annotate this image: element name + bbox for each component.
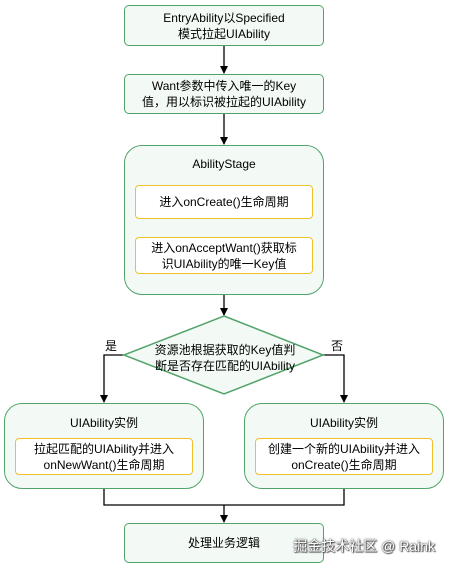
on-accept-want-step: 进入onAcceptWant()获取标 识UIAbility的唯一Key值 xyxy=(135,237,313,274)
ability-stage-title: AbilityStage xyxy=(192,157,256,171)
on-create-step: 进入onCreate()生命周期 xyxy=(135,185,313,219)
left-on-new-want-step: 拉起匹配的UIAbility并进入 onNewWant()生命周期 xyxy=(15,438,193,475)
no-label: 否 xyxy=(331,339,344,353)
decision-text: 资源池根据获取的Key值判 断是否存在匹配的UIAbility xyxy=(140,342,310,374)
right-uiability-container: UIAbility实例 创建一个新的UIAbility并进入 onCreate(… xyxy=(244,403,444,489)
right-inner-line2: onCreate()生命周期 xyxy=(291,457,397,472)
start-node-line1: EntryAbility以Specified xyxy=(163,10,285,25)
decision-diamond xyxy=(121,315,326,395)
decision-line2: 断是否存在匹配的UIAbility xyxy=(154,359,295,373)
line-right-to-merge xyxy=(224,489,345,506)
want-node-line1: Want参数中传入唯一的Key xyxy=(151,79,297,93)
decision-line1: 资源池根据获取的Key值判 xyxy=(154,343,296,357)
on-create-step-text: 进入onCreate()生命周期 xyxy=(159,195,289,209)
arrow-decision-no xyxy=(323,354,348,403)
right-inner-line1: 创建一个新的UIAbility并进入 xyxy=(267,441,420,456)
end-node: 处理业务逻辑 xyxy=(124,523,324,563)
watermark: 掘金技术社区 @ Raink xyxy=(293,538,435,554)
left-inner-line2: onNewWant()生命周期 xyxy=(43,457,165,472)
start-node: EntryAbility以Specified 模式拉起UIAbility xyxy=(124,5,324,46)
want-node-line2: 值，用以标识被拉起的UIAbility xyxy=(141,95,306,109)
want-node: Want参数中传入唯一的Key 值，用以标识被拉起的UIAbility xyxy=(124,74,324,114)
right-on-create-step: 创建一个新的UIAbility并进入 onCreate()生命周期 xyxy=(255,438,433,475)
yes-label: 是 xyxy=(105,339,118,353)
left-uiability-container: UIAbility实例 拉起匹配的UIAbility并进入 onNewWant(… xyxy=(4,403,204,489)
arrow-decision-yes xyxy=(100,354,124,403)
start-node-line2: 模式拉起UIAbility xyxy=(177,26,270,41)
on-accept-want-line1: 进入onAcceptWant()获取标 xyxy=(151,240,297,255)
end-node-text: 处理业务逻辑 xyxy=(187,536,260,550)
on-accept-want-line2: 识UIAbility的唯一Key值 xyxy=(161,256,287,271)
left-inner-line1: 拉起匹配的UIAbility并进入 xyxy=(33,441,174,456)
right-uiability-title: UIAbility实例 xyxy=(309,416,378,430)
line-left-to-merge xyxy=(103,489,224,506)
left-uiability-title: UIAbility实例 xyxy=(69,416,138,430)
ability-stage-container: AbilityStage 进入onCreate()生命周期 进入onAccept… xyxy=(124,145,324,295)
